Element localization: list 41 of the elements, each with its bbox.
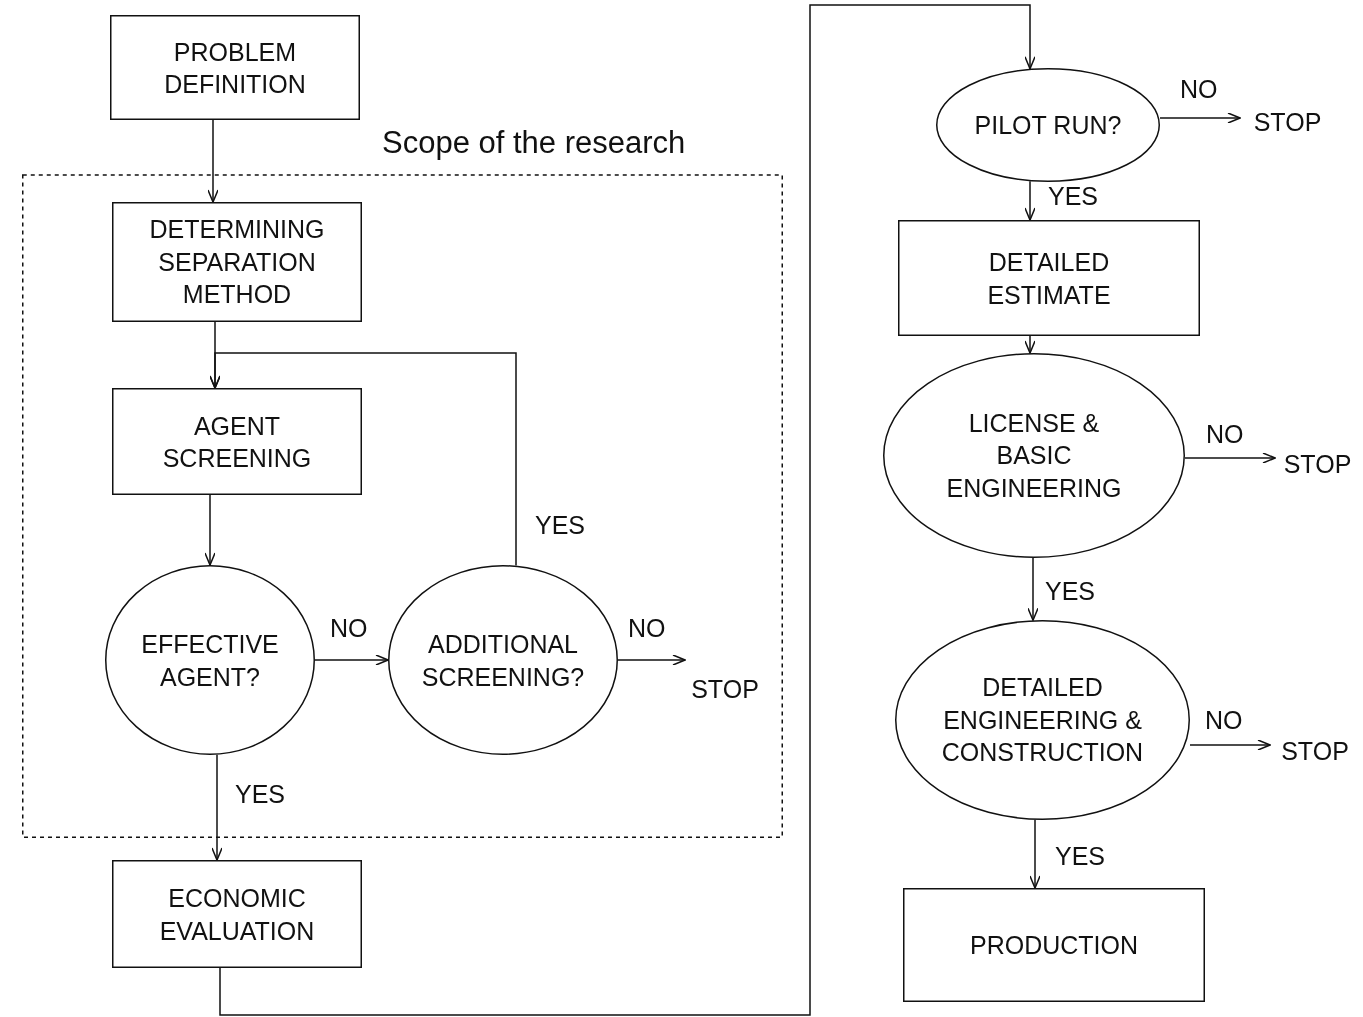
region-heading: Scope of the research	[382, 125, 686, 161]
stop-label: STOP	[1240, 98, 1335, 138]
arrow	[617, 654, 686, 666]
node-label: PRODUCTION	[968, 929, 1140, 961]
arrow	[1024, 335, 1036, 354]
arrow	[314, 654, 389, 666]
decision-ellipse	[895, 620, 1190, 820]
arrow	[207, 119, 219, 203]
process-box	[112, 388, 362, 495]
node-label: DETAILED ENGINEERING & CONSTRUCTION	[940, 672, 1145, 769]
process-box	[112, 860, 362, 968]
arrow	[1029, 819, 1041, 889]
process-box	[112, 202, 362, 322]
decision-ellipse	[388, 565, 618, 755]
process-box	[110, 15, 360, 120]
decision-ellipse	[883, 353, 1185, 558]
node-label: ECONOMIC EVALUATION	[158, 882, 316, 946]
arrow	[1027, 557, 1039, 621]
node-label: LICENSE & BASIC ENGINEERING	[945, 407, 1123, 504]
stop-label: STOP	[685, 645, 765, 705]
arrow	[1184, 452, 1276, 464]
node-label: DETERMINING SEPARATION METHOD	[148, 214, 326, 311]
arrow	[219, 4, 1036, 1016]
arrow	[209, 352, 517, 567]
arrow	[1189, 739, 1271, 751]
arrow	[211, 754, 223, 861]
arrow	[204, 494, 216, 566]
process-box	[903, 888, 1205, 1002]
stop-label: STOP	[1275, 440, 1360, 480]
node-label: PROBLEM DEFINITION	[163, 36, 307, 100]
decision-ellipse	[936, 68, 1160, 182]
arrow	[1024, 180, 1036, 221]
stop-label: STOP	[1270, 727, 1360, 767]
node-label: PILOT RUN?	[973, 109, 1123, 141]
decision-ellipse	[105, 565, 315, 755]
node-label: ADDITIONAL SCREENING?	[420, 628, 586, 692]
process-box	[898, 220, 1200, 336]
node-label: EFFECTIVE AGENT?	[140, 628, 280, 692]
node-label: DETAILED ESTIMATE	[986, 246, 1112, 310]
arrow	[1159, 112, 1241, 124]
node-label: AGENT SCREENING	[161, 410, 313, 474]
